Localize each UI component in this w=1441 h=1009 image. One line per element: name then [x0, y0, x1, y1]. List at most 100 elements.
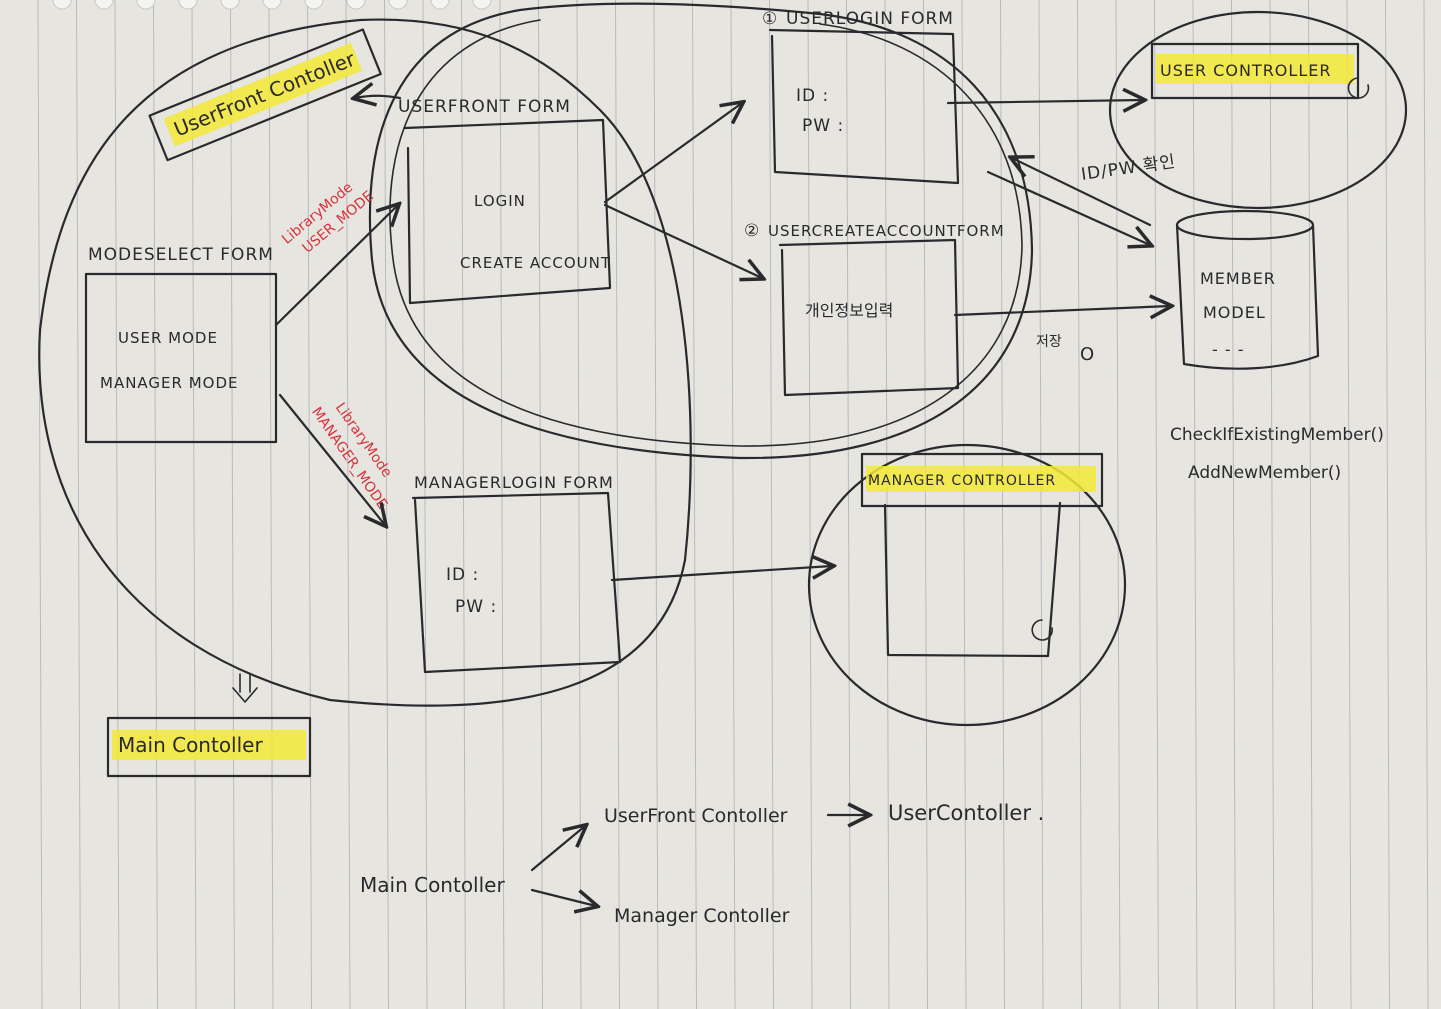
main-controller-highlight — [112, 730, 306, 760]
create-account-form-title: USERCREATEACCOUNTFORM — [768, 222, 1005, 240]
paper-rule-line — [1115, 0, 1121, 1009]
paper-rule-line — [268, 0, 274, 1009]
arrow-userlogin-to-usercontroller — [946, 100, 1143, 103]
arrow-login-to-userlogin — [603, 103, 742, 204]
arrow-createaccount-to-member — [953, 306, 1170, 315]
paper-rule-line — [1423, 0, 1429, 1009]
method-check-existing-member: CheckIfExistingMember() — [1170, 425, 1384, 445]
paper-rule-line — [1269, 0, 1275, 1009]
paper-rule-line — [1346, 0, 1352, 1009]
double-arrow-to-main-controller — [232, 673, 258, 703]
arrow-userlogin-to-member — [986, 170, 1150, 245]
create-account-form-box — [778, 238, 960, 397]
user-controller-text: USER CONTROLLER — [1160, 61, 1331, 80]
manager-controller-circle — [807, 443, 1127, 727]
paper-rule-line — [653, 0, 659, 1009]
paper-rule-line — [769, 0, 774, 1009]
arrow-create-to-createaccount — [603, 203, 762, 278]
paper-rule-line — [153, 0, 158, 1009]
paper-rule-line — [1308, 0, 1313, 1009]
paper-rule-line — [884, 0, 890, 1009]
paper-rule-line — [615, 0, 620, 1009]
method-add-new-member: AddNewMember() — [1188, 463, 1341, 483]
paper-rule-line — [923, 0, 928, 1009]
hierarchy-main-controller: Main Contoller — [360, 873, 505, 897]
main-controller-box — [106, 716, 312, 778]
manager-controller-loop-icon — [1031, 619, 1053, 641]
manager-login-form-box — [411, 491, 622, 674]
paper-rule-line — [345, 0, 351, 1009]
paper-rule-line — [1038, 0, 1044, 1009]
manager-controller-box — [860, 452, 1104, 508]
member-model-label-1: MEMBER — [1200, 269, 1276, 288]
hierarchy-userfront-controller: UserFront Contoller — [604, 805, 788, 827]
paper-rule-line — [422, 0, 428, 1009]
paper-rule-line — [961, 0, 967, 1009]
manager-controller-inner-box — [883, 501, 1062, 658]
arrow-form-to-userfront-controller — [355, 96, 402, 98]
paper-rule-line — [307, 0, 312, 1009]
arrow-managerlogin-to-managercontroller — [610, 566, 832, 582]
create-account-form-number: ② — [744, 221, 760, 241]
main-controller-text: Main Contoller — [118, 733, 263, 757]
manager-login-pw-field: PW : — [455, 597, 497, 617]
paper-rule-line — [730, 0, 736, 1009]
paper-rule-line — [1231, 0, 1236, 1009]
paper-rule-line — [846, 0, 851, 1009]
user-login-form-title: USERLOGIN FORM — [786, 9, 954, 29]
paper-rule-line — [807, 0, 813, 1009]
mode-select-user-mode: USER MODE — [118, 329, 218, 347]
user-controller-circle — [1108, 10, 1408, 210]
arrow-main-to-userfront — [530, 826, 585, 872]
user-front-create-account: CREATE ACCOUNT — [460, 254, 611, 272]
paper-rule-line — [230, 0, 235, 1009]
arrow-manager-mode-to-managerlogin — [278, 393, 385, 525]
user-front-form-box — [403, 118, 612, 305]
paper-rule-line — [692, 0, 697, 1009]
paper-ruled-lines — [37, 0, 1429, 1009]
hierarchy-user-controller: UserContoller . — [888, 801, 1044, 825]
member-model-database: MEMBER MODEL - - - — [1175, 209, 1320, 370]
mode-scope-ellipse — [38, 18, 692, 707]
user-login-id-field: ID : — [796, 86, 829, 106]
paper-rule-line — [1154, 0, 1159, 1009]
mode-select-manager-mode: MANAGER MODE — [100, 374, 239, 392]
user-controller-box — [1150, 42, 1360, 100]
paper-rule-line — [1077, 0, 1082, 1009]
arrow-main-to-manager — [530, 888, 596, 906]
paper-rule-line — [1000, 0, 1005, 1009]
paper-rule-line — [1385, 0, 1390, 1009]
member-model-label-3: - - - — [1212, 340, 1245, 359]
user-controller-loop-icon — [1347, 77, 1370, 99]
user-front-login: LOGIN — [474, 192, 526, 210]
member-model-label-2: MODEL — [1203, 303, 1266, 322]
save-check-mark: O — [1080, 344, 1094, 365]
paper-rule-line — [461, 0, 466, 1009]
user-front-form-title: USERFRONT FORM — [398, 97, 571, 117]
paper-rule-line — [499, 0, 505, 1009]
user-login-form-number: ① — [762, 9, 778, 29]
mode-select-form-title: MODESELECT FORM — [88, 245, 274, 265]
hierarchy-manager-controller: Manager Contoller — [614, 905, 790, 927]
member-model-body — [1175, 223, 1320, 370]
manager-controller-text: MANAGER CONTROLLER — [868, 473, 1056, 489]
notebook-spiral-holes — [52, 0, 492, 10]
user-login-form-box — [768, 28, 960, 185]
paper-rule-line — [37, 0, 43, 1009]
arrow-user-mode-to-userfront — [274, 205, 398, 327]
user-controller-highlight — [1156, 54, 1354, 84]
user-scope-ellipse-inner — [389, 19, 1023, 447]
create-account-personal-info: 개인정보입력 — [805, 301, 893, 320]
manager-controller-highlight — [866, 466, 1096, 492]
user-login-pw-field: PW : — [802, 116, 844, 136]
paper-rule-line — [538, 0, 543, 1009]
paper-rule-line — [76, 0, 81, 1009]
paper-rule-line — [1192, 0, 1198, 1009]
mode-select-form-box — [84, 272, 278, 444]
paper-rule-line — [191, 0, 197, 1009]
save-label: 저장 — [1036, 334, 1062, 350]
manager-login-id-field: ID : — [446, 565, 479, 585]
arrow-member-to-userlogin — [1012, 158, 1152, 227]
